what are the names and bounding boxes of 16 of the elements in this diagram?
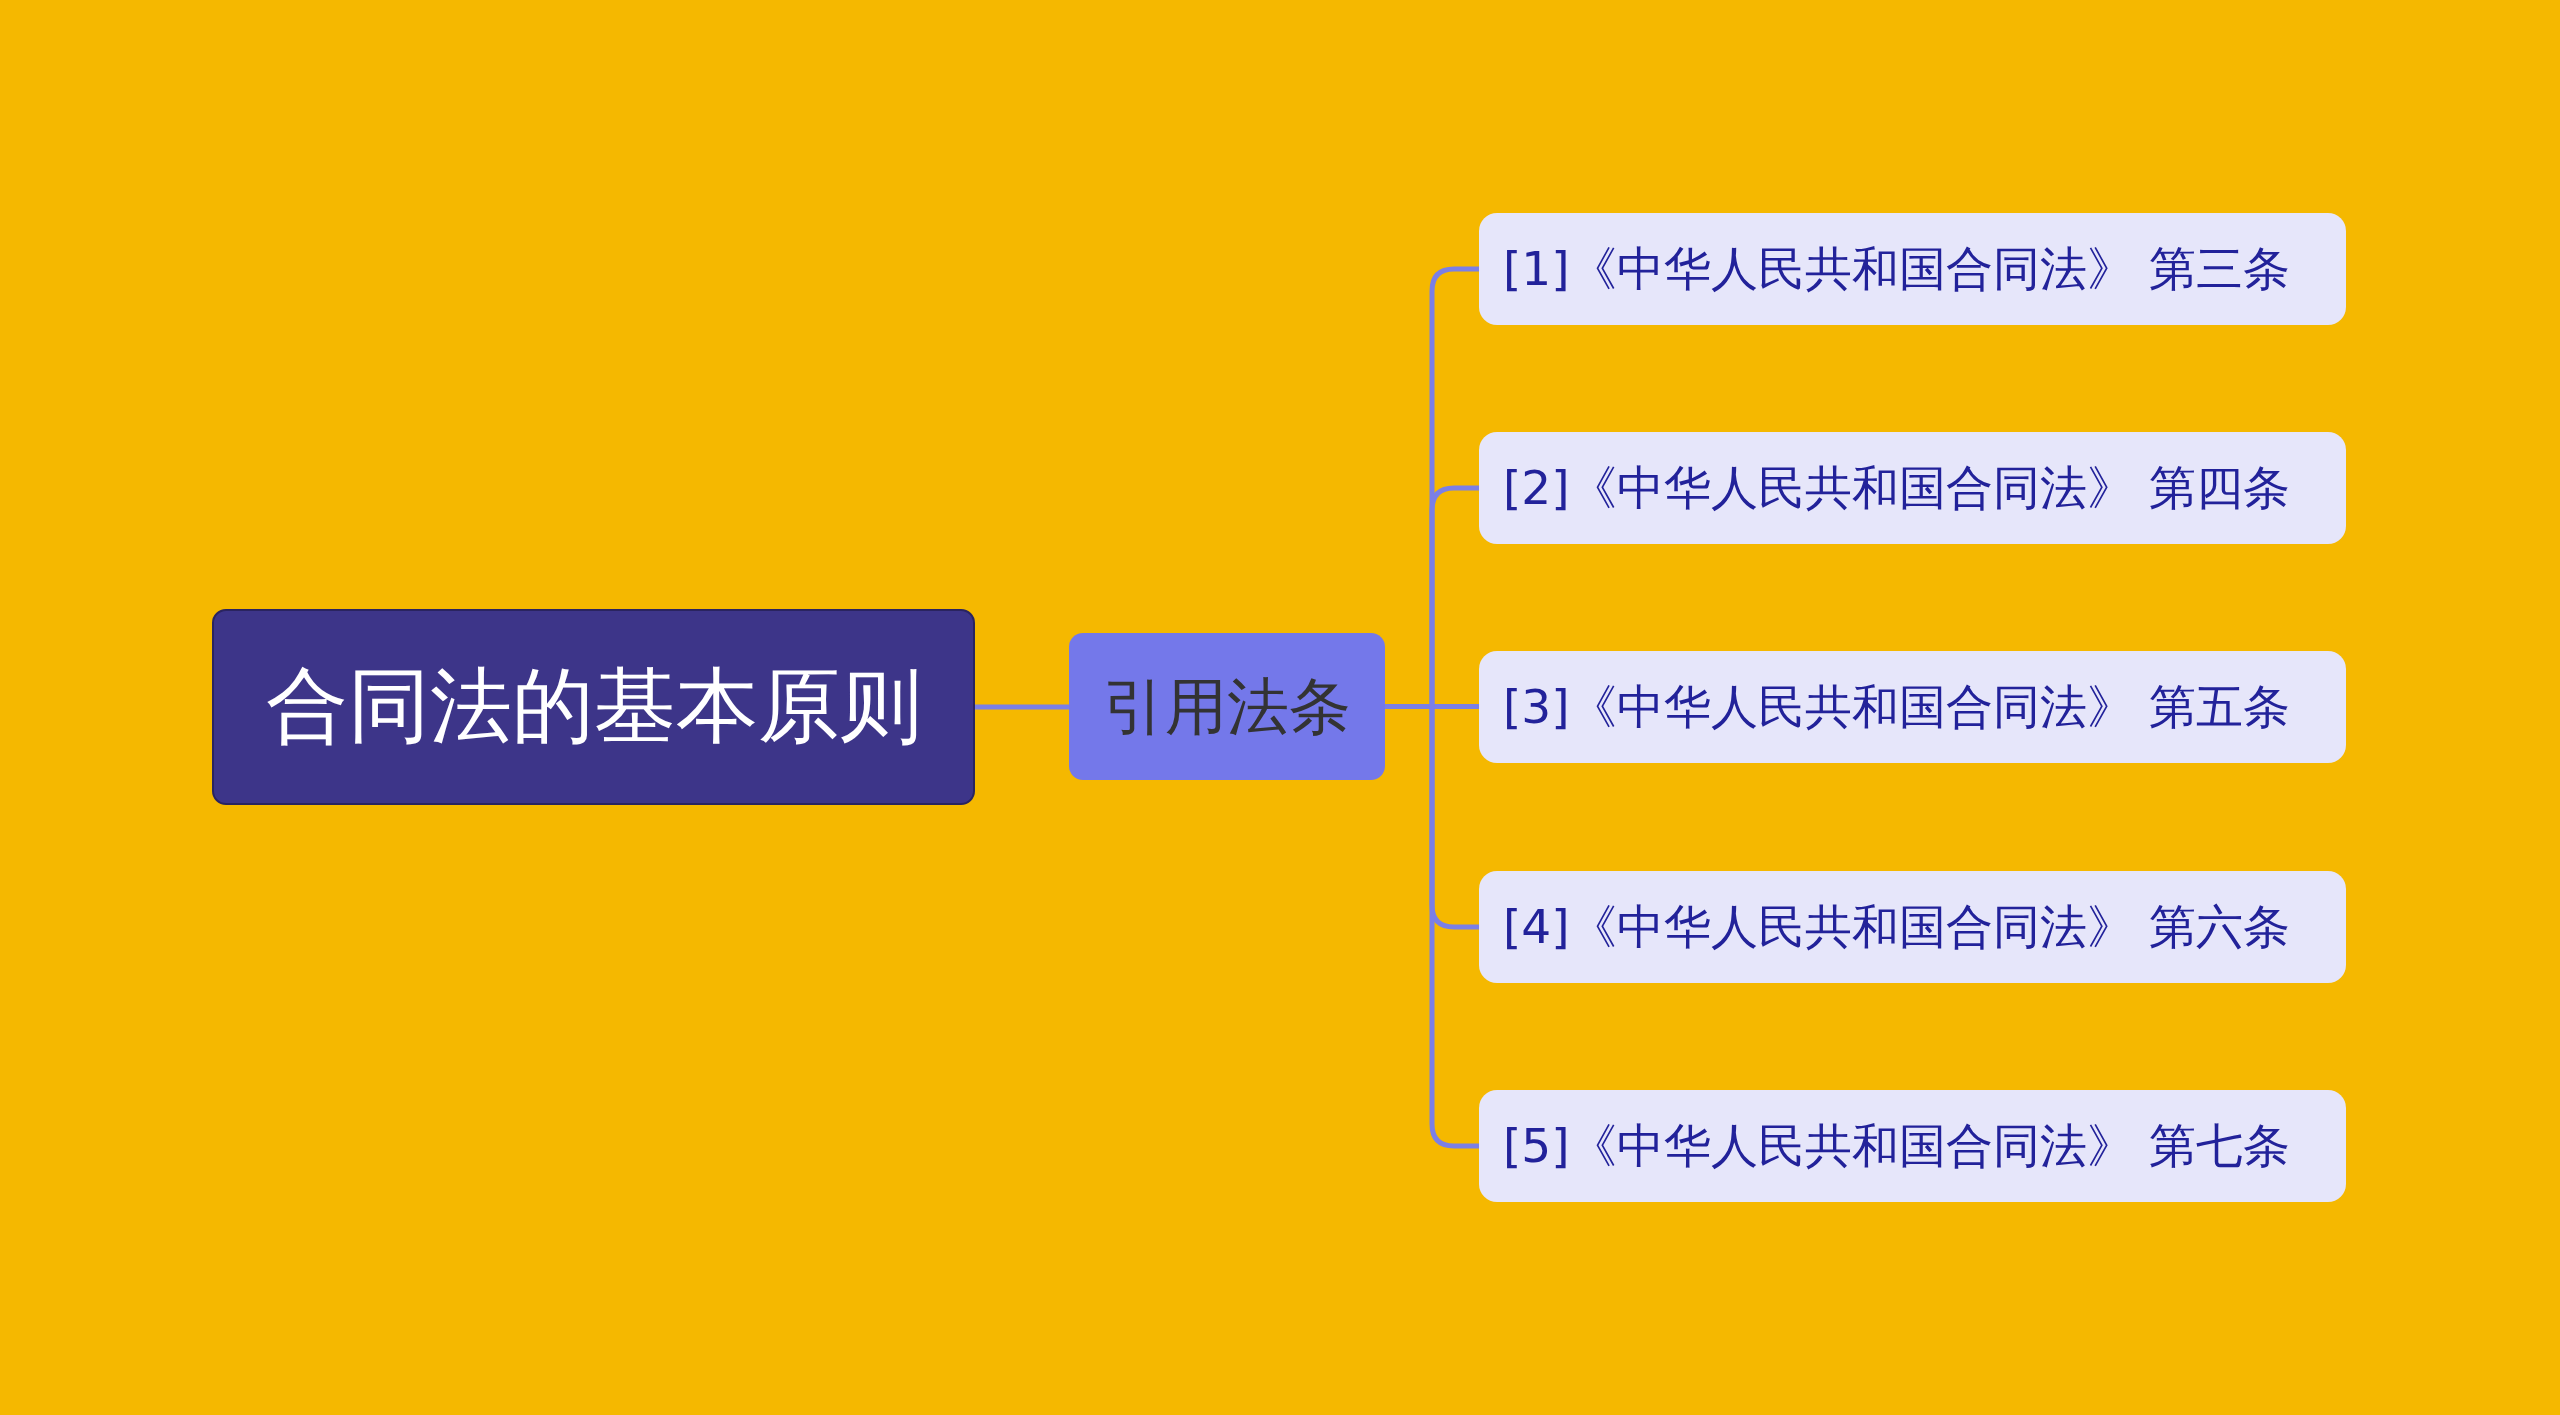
leaf-topic-box [1479, 1090, 2346, 1202]
topic-text: [1]《中华人民共和国合同法》 第三条 [1503, 239, 2290, 298]
topic-text: [5]《中华人民共和国合同法》 第七条 [1503, 1116, 2290, 1175]
subtopic-box [1069, 633, 1385, 780]
connector-line [975, 704, 1069, 710]
topic-text: 合同法的基本原则 [265, 657, 922, 755]
root-topic-box [212, 609, 975, 805]
leaf-topic-box [1479, 651, 2346, 763]
leaf-topic-box [1479, 213, 2346, 325]
leaf-topic-box [1479, 871, 2346, 983]
topic-text: 引用法条 [1103, 668, 1351, 745]
connector-line [1385, 704, 1479, 1149]
topic-text: [2]《中华人民共和国合同法》 第四条 [1503, 458, 2290, 517]
topic-text: [4]《中华人民共和国合同法》 第六条 [1503, 897, 2290, 956]
topic-text: [3]《中华人民共和国合同法》 第五条 [1503, 677, 2290, 736]
leaf-topic-box [1479, 432, 2346, 544]
